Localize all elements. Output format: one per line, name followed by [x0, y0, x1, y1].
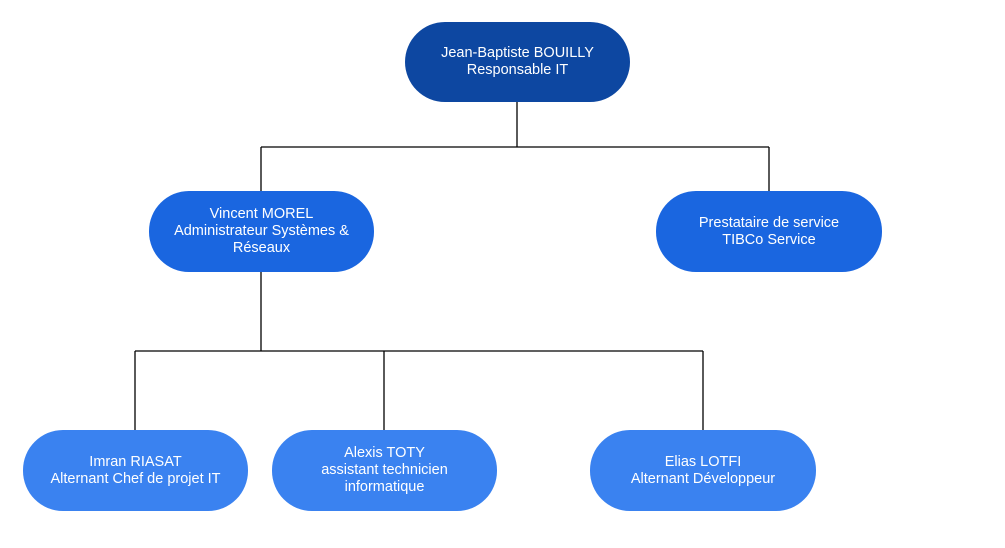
- node-role: Alternant Chef de projet IT: [50, 470, 221, 487]
- node-jean-baptiste-bouilly: Jean-Baptiste BOUILLY Responsable IT: [405, 22, 630, 102]
- node-name: Prestataire de service: [698, 214, 840, 231]
- node-role: TIBCo Service: [722, 231, 816, 248]
- node-role-continued: Réseaux: [232, 240, 291, 256]
- node-name: Elias LOTFI: [664, 453, 742, 470]
- node-prestataire-de-service: Prestataire de service TIBCo Service: [656, 191, 882, 272]
- node-role: Responsable IT: [466, 62, 569, 78]
- node-role: assistant technicien: [321, 462, 448, 478]
- node-elias-lotfi: Elias LOTFI Alternant Développeur: [590, 430, 816, 511]
- node-imran-riasat: Imran RIASAT Alternant Chef de projet IT: [23, 430, 248, 511]
- node-name: Alexis TOTY: [344, 445, 425, 461]
- node-role: Administrateur Systèmes &: [174, 223, 349, 239]
- node-role: Alternant Développeur: [630, 470, 776, 487]
- node-alexis-toty: Alexis TOTY assistant technicien informa…: [272, 430, 497, 511]
- node-name: Vincent MOREL: [209, 206, 314, 222]
- node-name: Jean-Baptiste BOUILLY: [441, 45, 594, 61]
- node-vincent-morel: Vincent MOREL Administrateur Systèmes & …: [149, 191, 374, 272]
- node-name: Imran RIASAT: [89, 453, 182, 470]
- node-role-continued: informatique: [344, 479, 425, 495]
